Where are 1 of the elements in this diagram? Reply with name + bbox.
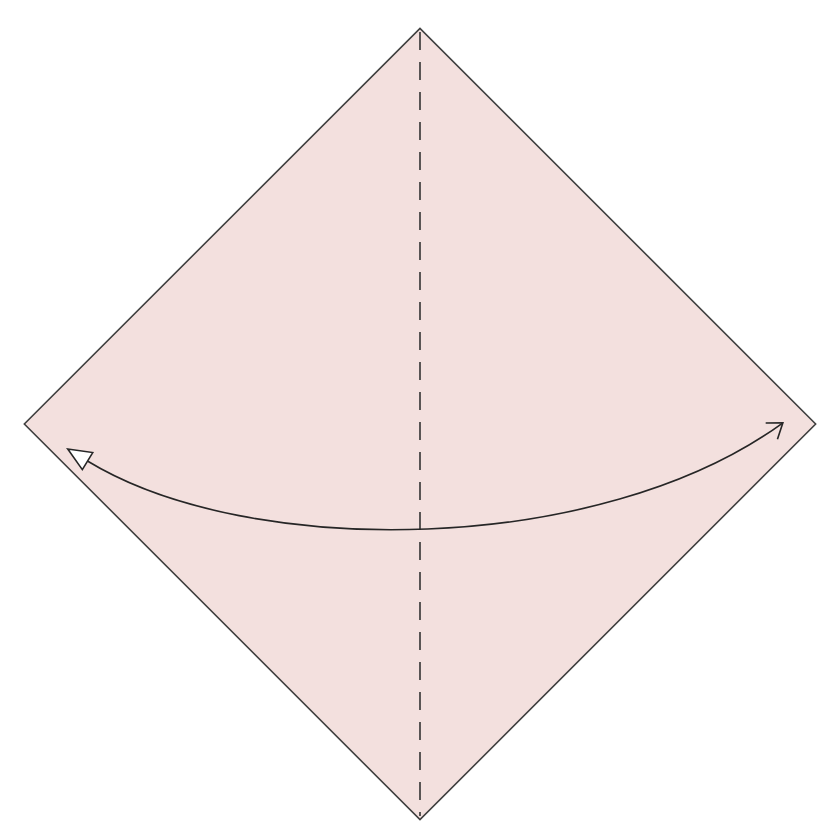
paper-square [23,27,817,821]
